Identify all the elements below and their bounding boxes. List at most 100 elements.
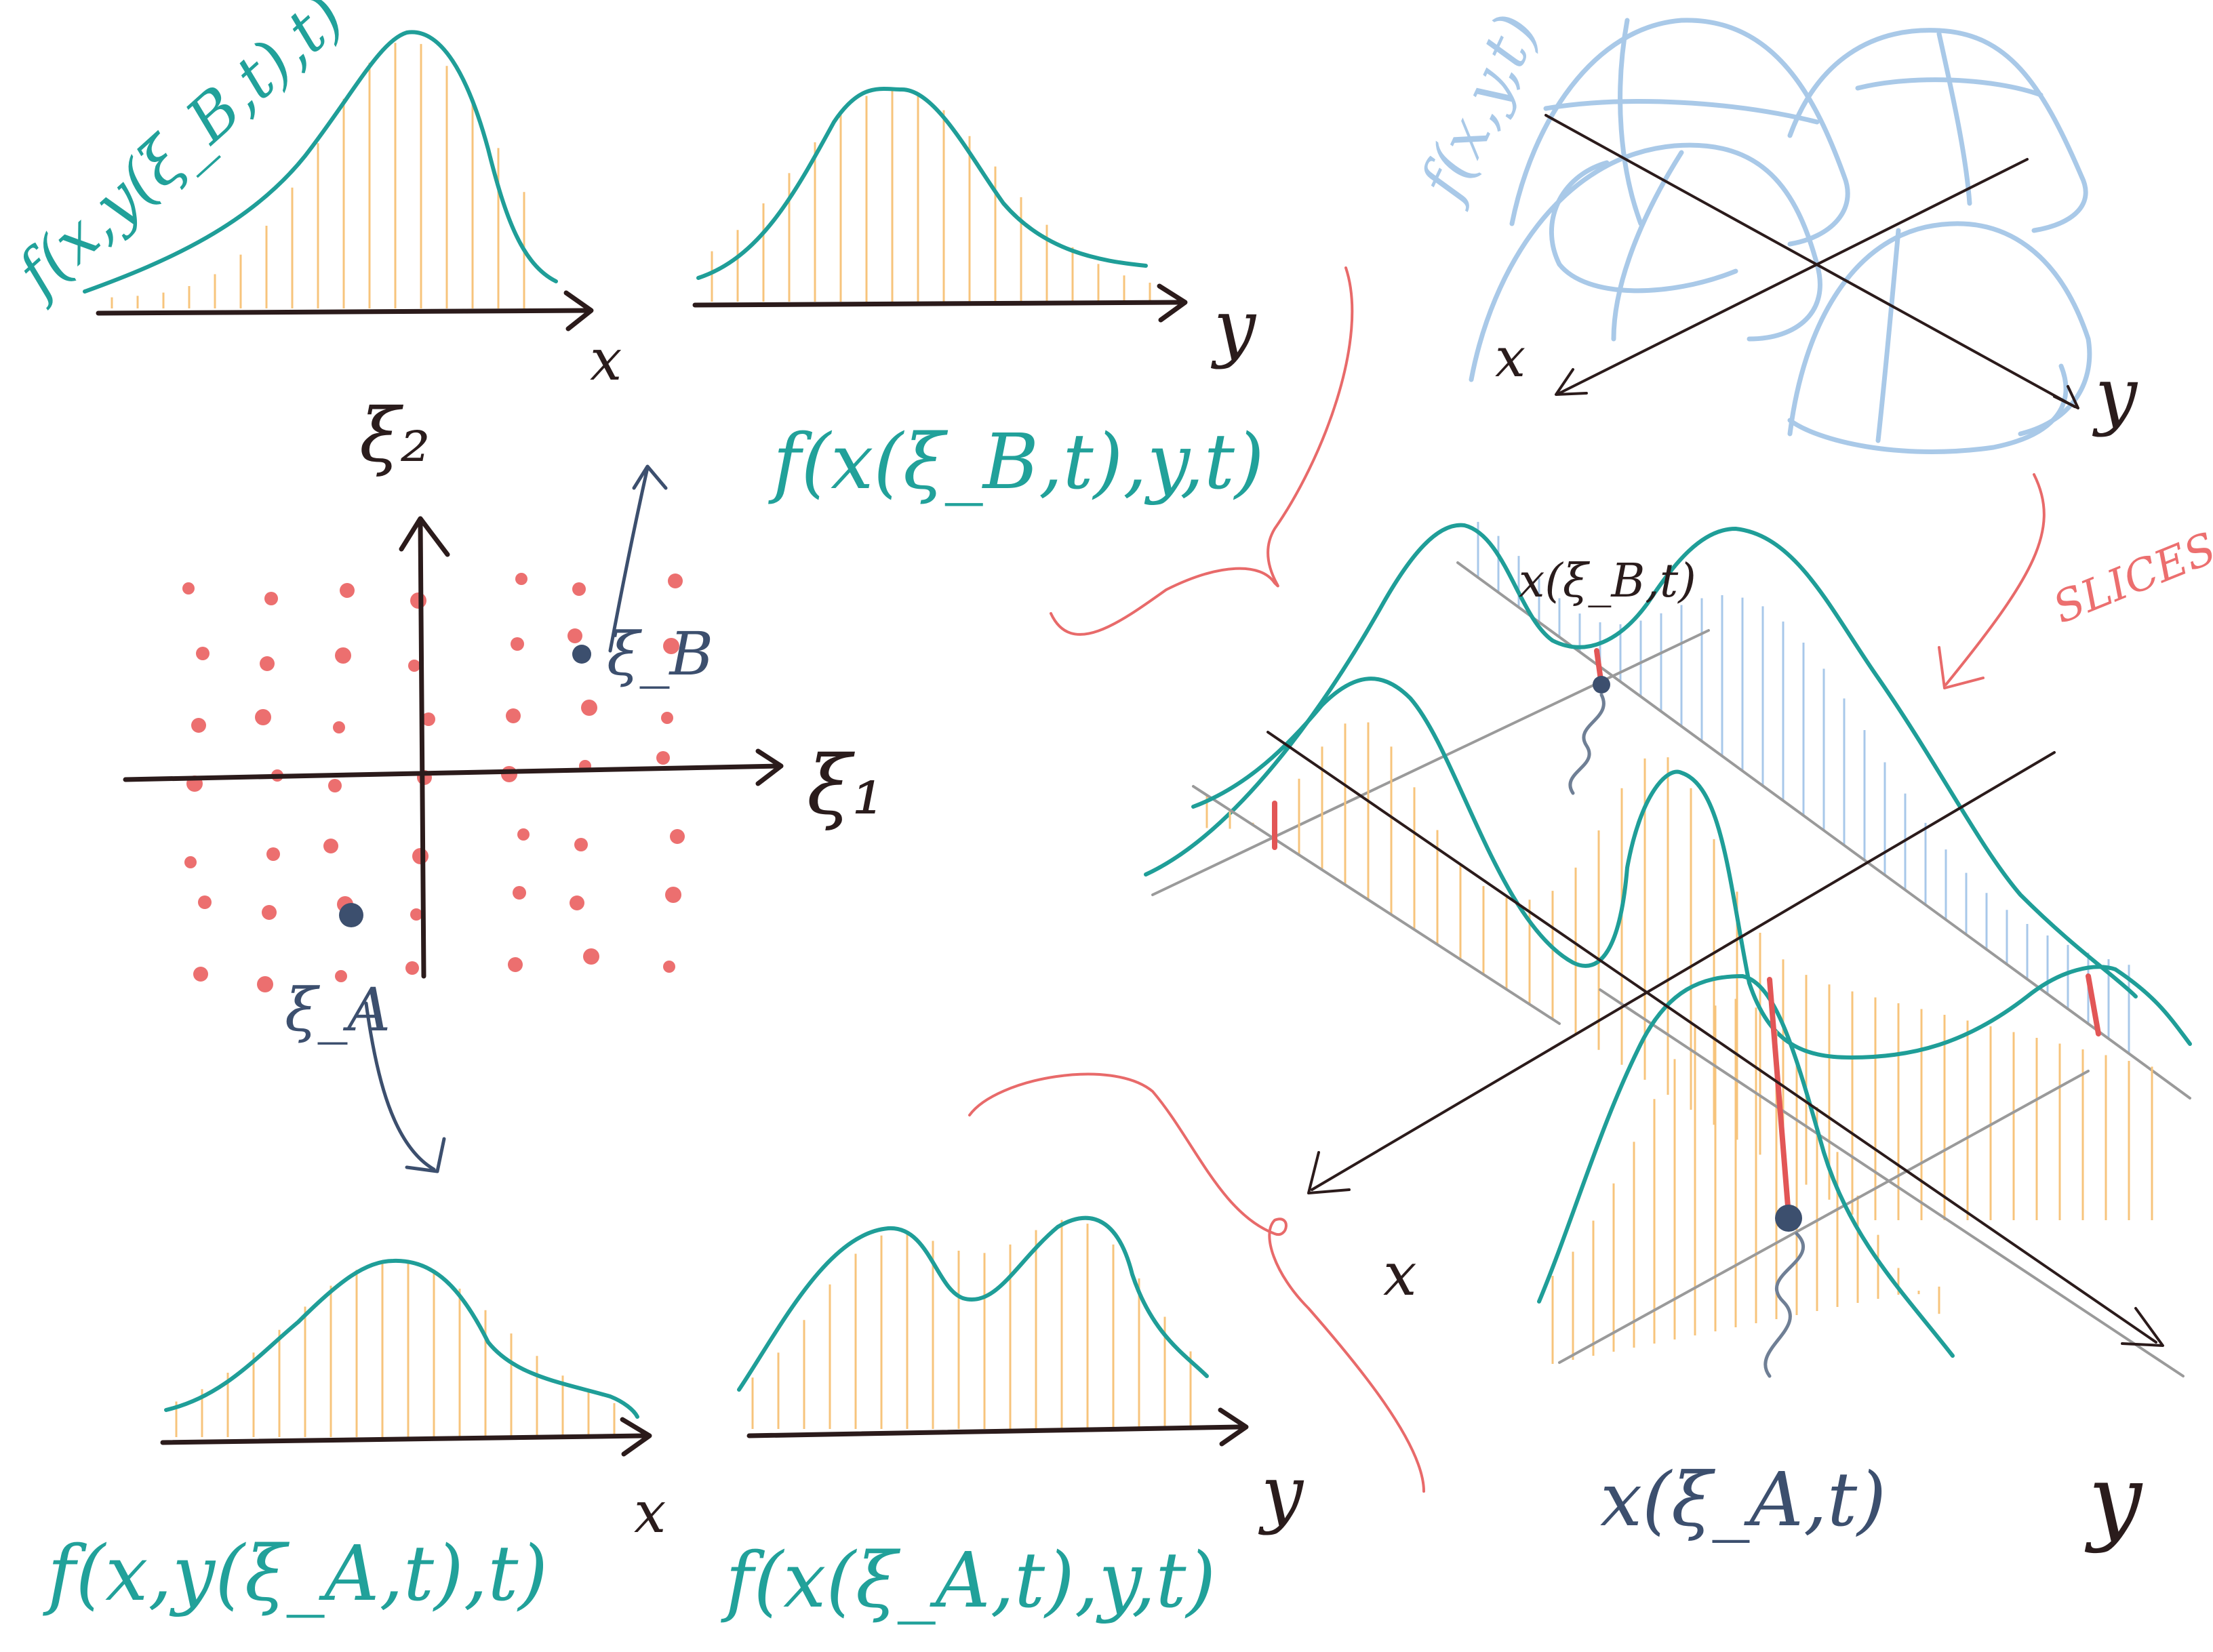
point-x-xi-b <box>1593 676 1610 693</box>
hatch-top-mid <box>711 88 1151 302</box>
panel-lattice-xi-space: ξ₁ ξ₂ ξ_B ξ_A <box>123 392 884 1173</box>
formula-bottom-left: f(x,y(ξ_A,t),t) <box>43 1530 548 1618</box>
mid-slice-base <box>1192 785 1561 1025</box>
xi2-arrowhead <box>399 516 450 557</box>
panel-bottom-left-x-marginal: x f(x,y(ξ_A,t),t) <box>43 1258 666 1618</box>
lattice-dot <box>508 957 523 972</box>
big-axis-x-label: x <box>1383 1239 1417 1309</box>
axis-bottom-left <box>160 1433 647 1445</box>
lattice-dot <box>663 961 675 973</box>
xi-a-trajectory-arrowhead <box>405 1137 446 1173</box>
axis-top-mid <box>692 300 1182 308</box>
lattice-dot <box>661 712 673 724</box>
big-axis-y-label: y <box>2084 1445 2143 1555</box>
connector-top <box>1050 266 1354 636</box>
formula-top-mid: f(x(ξ_B,t),y,t) <box>768 418 1264 506</box>
xi-b-trajectory-arrowhead <box>632 464 668 490</box>
lattice-dot <box>572 582 586 596</box>
lattice-dot <box>191 718 206 733</box>
lattice-dot <box>410 908 422 921</box>
surface-meridian-1 <box>1618 18 1643 226</box>
surface-blob-3 <box>1469 142 1822 382</box>
panel-3d-slices: x y x(ξ_B,t) x(ξ_A,t) <box>1144 521 2192 1555</box>
slices-arrow <box>1945 473 2046 686</box>
slices-label: SLICES <box>2046 523 2213 634</box>
lattice-dot <box>340 583 355 598</box>
big-axis-y <box>1267 731 2157 1344</box>
curve-back-slice <box>1144 523 2138 999</box>
lattice-dot <box>257 976 273 992</box>
lattice-dot <box>567 628 582 643</box>
surface-axis-x-arrowhead <box>1555 368 1588 396</box>
lattice-dot <box>581 700 597 716</box>
surface-meridian-2 <box>1936 31 1972 206</box>
panel-top-left-x-marginal: x f(x,y(ξ_B,t),t) <box>1 0 622 393</box>
surface-ring-3 <box>1549 160 1738 294</box>
lattice-dot <box>422 712 435 726</box>
lattice-dot <box>196 647 210 660</box>
connector-bottom <box>968 1072 1425 1493</box>
surface-ring-2 <box>1855 77 2043 98</box>
surface-axis-y <box>1544 114 2076 408</box>
lattice-dot <box>670 829 685 844</box>
front-slice-cross-base <box>1558 1070 2090 1364</box>
lattice-dot <box>262 905 277 920</box>
squiggle-x-xi-b <box>1568 693 1606 795</box>
lattice-dot <box>328 779 342 792</box>
curve-bottom-left <box>164 1258 639 1419</box>
xi-b-label: ξ_B <box>607 619 713 689</box>
red-marker-mid-right <box>2086 973 2101 1036</box>
lattice-dot <box>198 895 212 909</box>
surface-formula: f(x,y,t) <box>1405 3 1553 214</box>
lattice-dot <box>511 637 524 651</box>
arrowhead-bottom-mid <box>1218 1407 1249 1447</box>
lattice-dot <box>264 592 278 605</box>
lattice-dot <box>405 961 419 975</box>
curve-top-mid <box>696 87 1148 280</box>
xi-b-trajectory <box>608 466 650 653</box>
lattice-dot <box>184 856 197 868</box>
axis-label-top-mid-y: y <box>1210 283 1257 370</box>
lattice-dot <box>665 887 681 903</box>
surface-ring-1 <box>1543 99 1820 125</box>
lattice-dot <box>570 895 584 910</box>
surface-meridian-3 <box>1611 150 1684 342</box>
hatch-front-slice <box>1551 999 1940 1364</box>
formula-bottom-mid: f(x(ξ_A,t),y,t) <box>721 1537 1216 1625</box>
lattice-dot <box>323 839 338 853</box>
arrowhead-top-left <box>563 290 594 331</box>
lattice-dot <box>410 592 426 609</box>
red-marker-front <box>1767 977 1791 1217</box>
lattice-dot <box>501 766 517 782</box>
hatch-mid-slice <box>1205 722 2153 1220</box>
panel-surface-sketch: f(x,y,t) x y <box>1405 3 2138 454</box>
arrowhead-bottom-left <box>620 1417 652 1457</box>
axis-label-bottom-mid-y: y <box>1258 1449 1304 1536</box>
point-xi-b <box>572 645 591 664</box>
panel-bottom-mid-y-marginal: y f(x(ξ_A,t),y,t) <box>721 1215 1304 1625</box>
surface-axis-x <box>1558 158 2029 395</box>
xi2-axis <box>418 519 426 979</box>
hatch-bottom-left <box>175 1262 616 1437</box>
lattice-dot <box>668 573 683 588</box>
lattice-dot <box>513 886 526 900</box>
curve-front-slice <box>1537 974 1955 1358</box>
back-slice-cross-base <box>1151 629 1710 896</box>
slices-arrowhead <box>1938 646 1985 689</box>
back-slice-base <box>1456 561 2191 1100</box>
lattice-dot <box>335 970 347 982</box>
lattice-dot <box>266 847 280 861</box>
xi1-arrowhead <box>755 748 784 786</box>
lattice-dot <box>506 708 521 723</box>
big-axis-y-arrowhead <box>2121 1307 2164 1347</box>
surface-axis-y-label: y <box>2092 351 2138 438</box>
xi-a-label: ξ_A <box>285 975 391 1045</box>
lattice-dot <box>515 573 527 585</box>
axis-top-left <box>96 308 593 316</box>
lattice-dot <box>255 709 271 725</box>
surface-axis-y-arrowhead <box>2053 385 2079 409</box>
lattice-dot <box>182 582 195 595</box>
point-x-xi-a <box>1775 1205 1802 1232</box>
lattice-dot <box>517 828 530 841</box>
